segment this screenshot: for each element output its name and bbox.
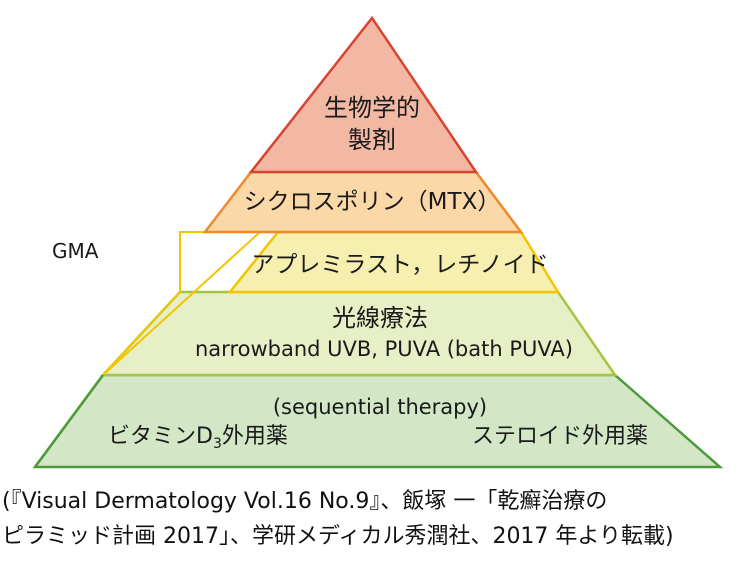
gma-label: GMA xyxy=(52,239,99,263)
vitamin-d-suffix: 外用薬 xyxy=(222,424,288,449)
pyramid-tier-topical xyxy=(32,373,724,469)
apremilast-label: アプレミラスト，レチノイド xyxy=(251,252,548,278)
steroid-label: ステロイド外用薬 xyxy=(472,424,648,449)
vitamin-d-prefix: ビタミンD xyxy=(108,424,213,449)
biologics-label-line2: 製剤 xyxy=(348,126,396,154)
cyclosporine-label: シクロスポリン（MTX） xyxy=(244,189,501,215)
vitamin-d-subscript: 3 xyxy=(213,436,222,452)
pyramid-left-edge xyxy=(33,374,105,468)
sequential-therapy-label: (sequential therapy) xyxy=(273,395,487,419)
pyramid-tier-biologics xyxy=(248,15,479,174)
phototherapy-label-line2: narrowband UVB, PUVA (bath PUVA) xyxy=(195,337,573,361)
caption-line2: ピラミッド計画 2017」、学研メディカル秀潤社、2017 年より転載) xyxy=(2,524,674,549)
vitamin-d3-label: ビタミンD3外用薬 xyxy=(108,424,288,452)
phototherapy-label-line1: 光線療法 xyxy=(332,304,428,332)
caption-line1: (『Visual Dermatology Vol.16 No.9』、飯塚 一「乾… xyxy=(2,489,608,514)
gma-bracket xyxy=(102,231,263,376)
biologics-label-line1: 生物学的 xyxy=(324,94,420,122)
